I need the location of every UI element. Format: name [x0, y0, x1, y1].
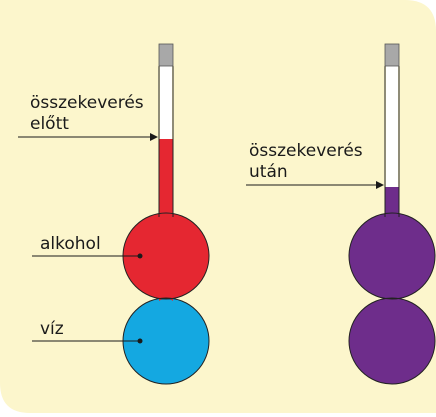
right-stopper [385, 44, 399, 66]
water-pointer-dot [137, 338, 143, 344]
alcohol-bulb [123, 213, 209, 299]
water-bulb [123, 298, 209, 384]
mixture-upper-bulb [349, 213, 435, 299]
label-before-line1: összekeverés [30, 93, 144, 113]
after-arrow-head [376, 181, 384, 189]
mixture-column [385, 187, 399, 219]
alcohol-column [159, 139, 173, 219]
mixture-lower-bulb [349, 298, 435, 384]
right-apparatus: összekeverés után [246, 43, 436, 385]
label-before-line2: előtt [30, 114, 69, 134]
left-apparatus: összekeverés előtt alkohol víz [18, 43, 210, 385]
alcohol-pointer-dot [137, 253, 143, 259]
right-upper-bulb-outline [348, 212, 436, 300]
label-water: víz [40, 319, 64, 339]
left-tube-empty [160, 66, 172, 139]
label-after-line2: után [249, 162, 288, 182]
left-stopper [159, 44, 173, 66]
right-lower-bulb-outline [348, 297, 436, 385]
label-after-line1: összekeverés [249, 141, 363, 161]
right-tube-empty [386, 66, 398, 187]
label-alcohol: alkohol [40, 234, 101, 254]
left-tube-outline [158, 66, 174, 217]
right-tube-outline [384, 66, 400, 217]
before-arrow-head [150, 133, 158, 141]
